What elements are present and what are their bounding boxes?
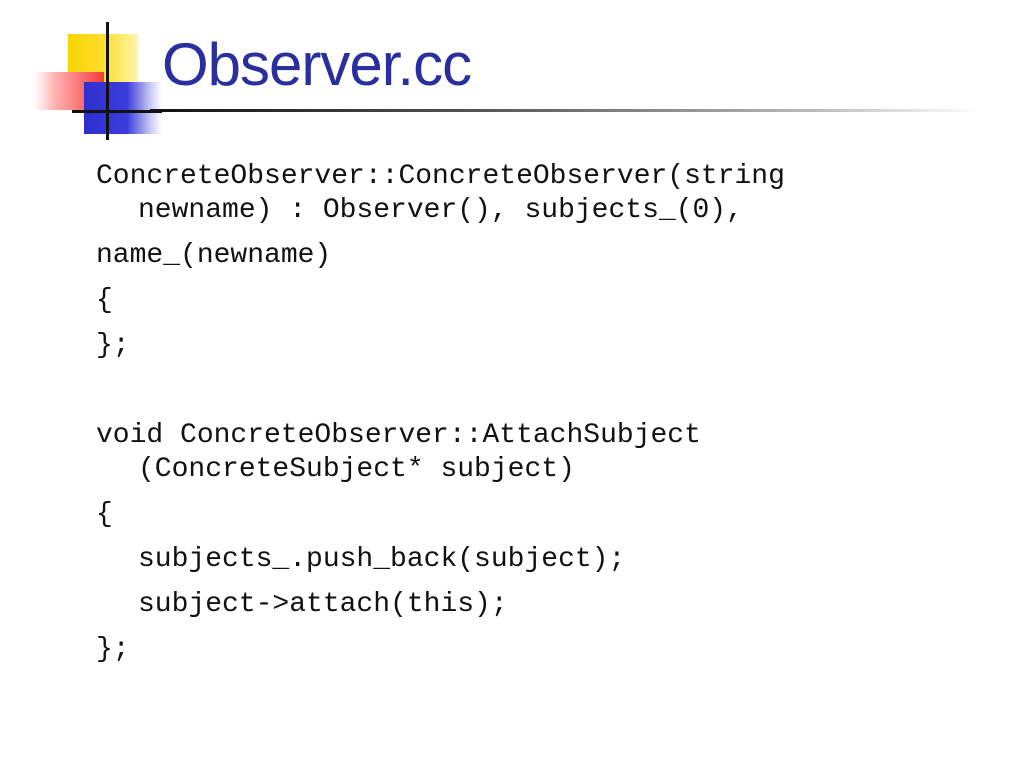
code-line: ConcreteObserver::ConcreteObserver(strin… bbox=[96, 158, 976, 230]
code-block: ConcreteObserver::ConcreteObserver(strin… bbox=[96, 158, 976, 676]
code-line-text: { bbox=[96, 499, 113, 530]
code-line-text: void ConcreteObserver::AttachSubject bbox=[96, 420, 701, 451]
code-blank-line bbox=[96, 372, 976, 410]
logo-blue-square bbox=[84, 82, 162, 134]
code-line-text: { bbox=[96, 285, 113, 316]
code-line-text: ConcreteObserver::ConcreteObserver(strin… bbox=[96, 161, 785, 192]
code-line-text: subjects_.push_back(subject); bbox=[138, 544, 626, 575]
code-line-text: subject->attach(this); bbox=[138, 589, 508, 620]
code-line-continuation: (ConcreteSubject* subject) bbox=[138, 454, 575, 485]
code-line-text: name_(newname) bbox=[96, 240, 332, 271]
code-line-text: }; bbox=[96, 330, 130, 361]
code-line: subjects_.push_back(subject); bbox=[96, 541, 976, 579]
code-line: subject->attach(this); bbox=[96, 586, 976, 624]
code-line: }; bbox=[96, 327, 976, 365]
template-logo-icon bbox=[0, 0, 190, 150]
logo-horizontal-line bbox=[72, 110, 162, 113]
code-line: name_(newname) bbox=[96, 237, 976, 275]
slide-title: Observer.cc bbox=[162, 31, 472, 98]
code-line-continuation: newname) : Observer(), subjects_(0), bbox=[138, 195, 743, 226]
title-underline bbox=[150, 109, 980, 112]
code-line: }; bbox=[96, 631, 976, 669]
code-line: void ConcreteObserver::AttachSubject(Con… bbox=[96, 417, 976, 489]
code-line: { bbox=[96, 496, 976, 534]
code-line: { bbox=[96, 282, 976, 320]
code-line-text: }; bbox=[96, 634, 130, 665]
logo-vertical-line bbox=[106, 22, 109, 140]
